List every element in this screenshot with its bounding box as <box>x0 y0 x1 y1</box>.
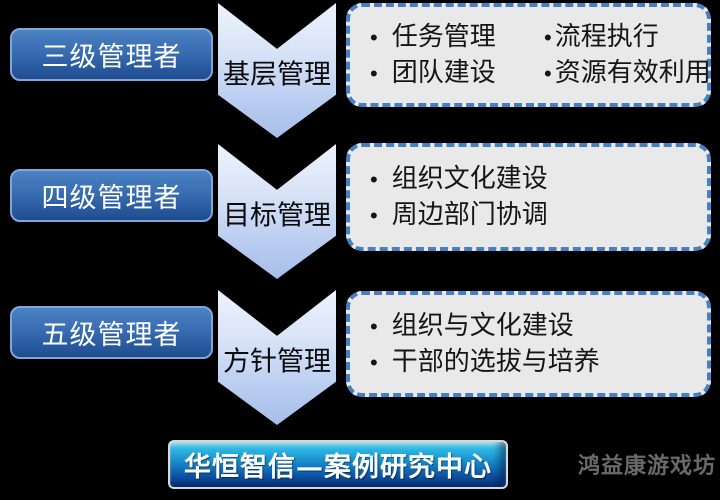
down-chevron-arrow: 方针管理 <box>218 290 336 425</box>
down-chevron-arrow: 基层管理 <box>218 3 336 138</box>
bullet-item: 任务管理 <box>370 19 544 55</box>
topic-column: 流程执行 资源有效利用 <box>544 19 711 91</box>
bullet-item: 周边部门协调 <box>370 197 548 233</box>
banner-title: 华恒智信—案例研究中心 <box>184 452 492 483</box>
topic-box-level3: 任务管理 团队建设 流程执行 资源有效利用 <box>346 3 711 107</box>
topic-column: 组织文化建设 周边部门协调 <box>370 161 548 233</box>
down-chevron-arrow: 目标管理 <box>218 144 336 279</box>
manager-box-level3: 三级管理者 <box>10 28 213 81</box>
arrow-label: 目标管理 <box>223 200 331 231</box>
topic-box-level4: 组织文化建设 周边部门协调 <box>346 143 711 251</box>
bullet-item: 团队建设 <box>370 55 544 91</box>
bullet-item: 组织与文化建设 <box>370 308 600 344</box>
bullet-item: 资源有效利用 <box>544 55 711 91</box>
manager-box-level4: 四级管理者 <box>10 169 213 222</box>
topic-column: 组织与文化建设 干部的选拔与培养 <box>370 308 600 380</box>
arrow-label: 基层管理 <box>223 59 331 90</box>
watermark-text: 鸿益康游戏坊 <box>577 453 716 478</box>
manager-label: 四级管理者 <box>41 183 182 213</box>
bullet-item: 流程执行 <box>544 19 711 55</box>
bullet-item: 组织文化建设 <box>370 161 548 197</box>
manager-label: 三级管理者 <box>41 42 182 72</box>
bullet-item: 干部的选拔与培养 <box>370 344 600 380</box>
footer-banner: 华恒智信—案例研究中心 <box>168 440 508 489</box>
arrow-label: 方针管理 <box>223 346 331 377</box>
manager-box-level5: 五级管理者 <box>10 306 213 359</box>
manager-label: 五级管理者 <box>41 320 182 350</box>
topic-box-level5: 组织与文化建设 干部的选拔与培养 <box>346 291 711 397</box>
topic-column: 任务管理 团队建设 <box>370 19 544 91</box>
